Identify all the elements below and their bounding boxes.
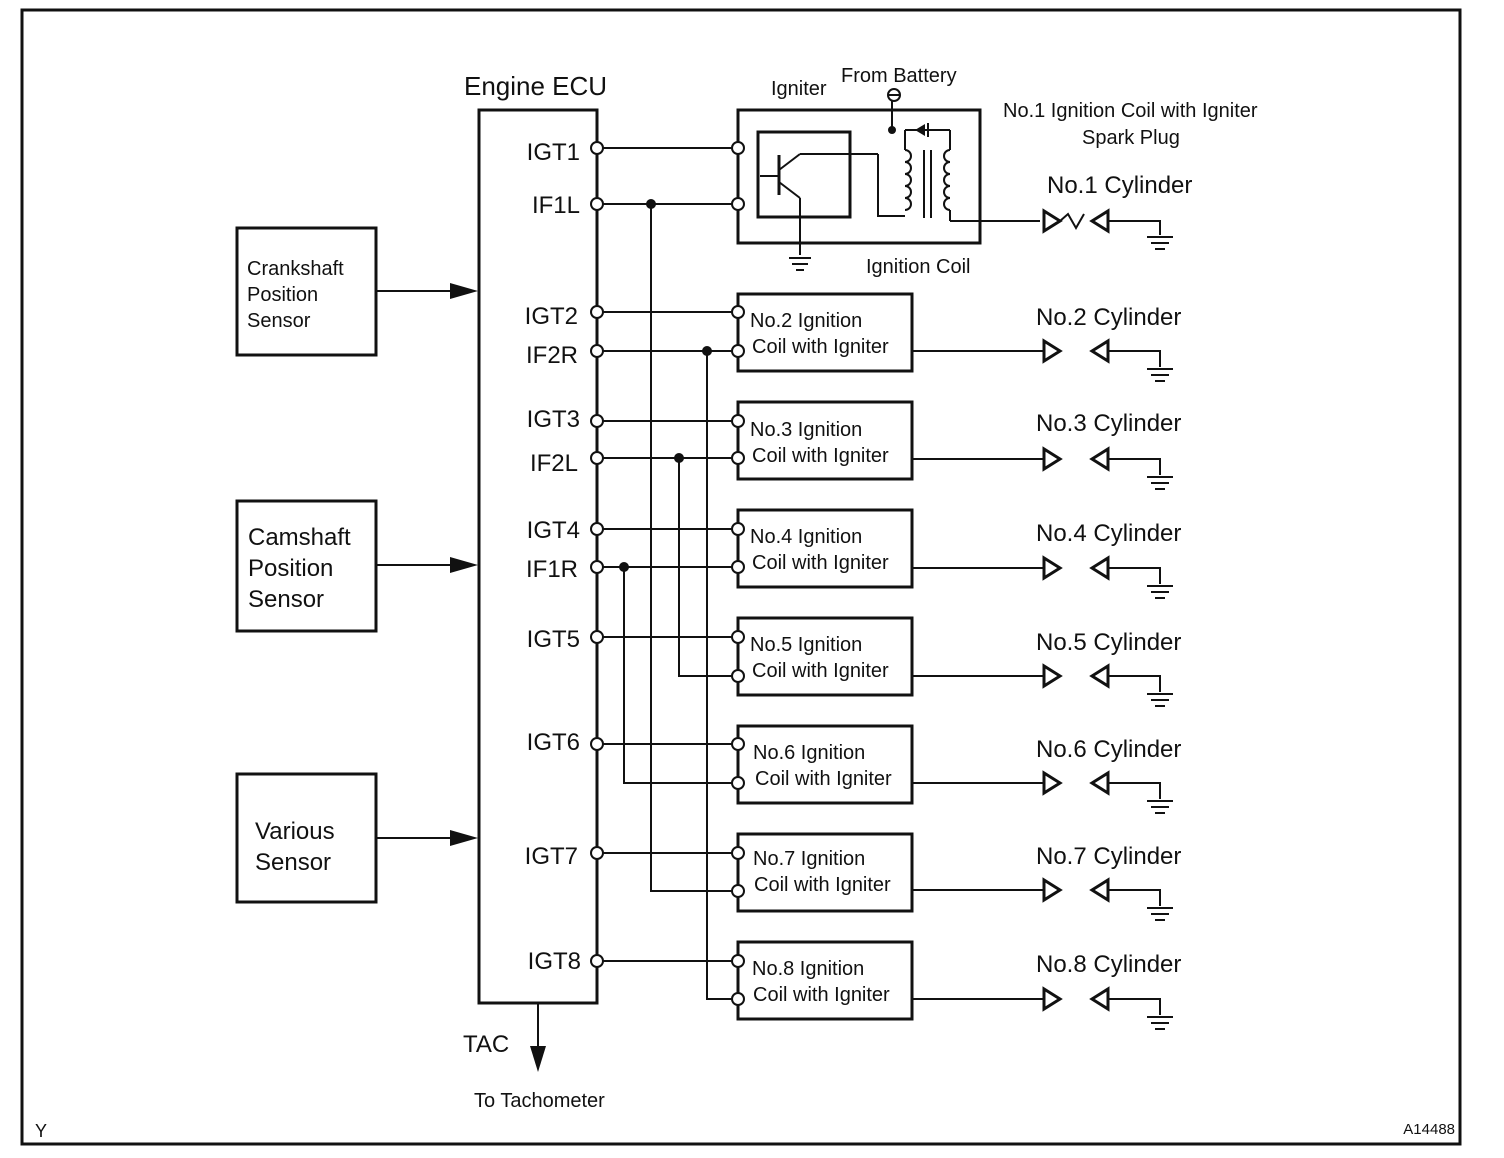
cylinder-1-label: No.1 Cylinder: [1047, 172, 1192, 199]
coil-4: No.4 Ignition Coil with Igniter: [736, 508, 914, 589]
various-label-line1: Various: [255, 818, 335, 845]
pin-label-igt2: IGT2: [525, 303, 578, 330]
no1-cylinder-spark-plug: No.1 Cylinder: [1042, 172, 1192, 250]
crankshaft-label-line3: Sensor: [247, 310, 311, 332]
coil-3: No.3 Ignition Coil with Igniter: [736, 400, 914, 481]
from-battery-label: From Battery: [841, 65, 957, 87]
ecu-title: Engine ECU: [464, 71, 607, 101]
coil-4-label-line1: No.4 Ignition: [750, 526, 862, 548]
crankshaft-label-line1: Crankshaft: [247, 258, 344, 280]
no1-ignition-coil-with-igniter: Igniter From Battery No.1 Ignition Coil …: [731, 65, 1258, 278]
coil-6-label-line1: No.6 Ignition: [753, 742, 865, 764]
pin-label-igt8: IGT8: [528, 948, 581, 975]
various-label-line2: Sensor: [255, 849, 331, 876]
coil-5: No.5 Ignition Coil with Igniter: [736, 616, 914, 697]
pin-label-igt5: IGT5: [527, 626, 580, 653]
camshaft-label-line2: Position: [248, 555, 333, 582]
coil-8-label-line1: No.8 Ignition: [752, 958, 864, 980]
corner-code-right: A14488: [1403, 1121, 1455, 1138]
coil-terminals: [731, 305, 745, 1006]
coil-3-label-line2: Coil with Igniter: [752, 445, 889, 467]
cylinder-5: No.5 Cylinder: [912, 629, 1181, 707]
pin-label-if1l: IF1L: [532, 192, 580, 219]
cylinder-8-label: No.8 Cylinder: [1036, 951, 1181, 978]
crankshaft-position-sensor: Crankshaft Position Sensor: [235, 226, 378, 357]
camshaft-label-line1: Camshaft: [248, 524, 351, 551]
cylinder-8: No.8 Cylinder: [912, 951, 1181, 1030]
pin-label-igt7: IGT7: [525, 843, 578, 870]
assembly-label-line2: Spark Plug: [1082, 127, 1180, 149]
coil-6: No.6 Ignition Coil with Igniter: [736, 724, 914, 805]
tac-label: TAC: [463, 1031, 509, 1058]
tac-output: TAC To Tachometer: [463, 1003, 605, 1112]
coil-3-label-line1: No.3 Ignition: [750, 419, 862, 441]
cylinder-7: No.7 Cylinder: [912, 843, 1181, 921]
coil-8-label-line2: Coil with Igniter: [753, 984, 890, 1006]
coil-8: No.8 Ignition Coil with Igniter: [736, 940, 914, 1021]
diagram-frame: [20, 8, 1462, 1146]
coil-7: No.7 Ignition Coil with Igniter: [736, 832, 914, 913]
pin-label-if2r: IF2R: [526, 342, 578, 369]
camshaft-position-sensor: Camshaft Position Sensor: [235, 499, 378, 633]
cylinder-3: No.3 Cylinder: [912, 410, 1181, 490]
pin-label-igt3: IGT3: [527, 406, 580, 433]
pin-label-if1r: IF1R: [526, 556, 578, 583]
assembly-label-line1: No.1 Ignition Coil with Igniter: [1003, 100, 1258, 122]
pin-label-igt6: IGT6: [527, 729, 580, 756]
cylinder-6-label: No.6 Cylinder: [1036, 736, 1181, 763]
coil-4-label-line2: Coil with Igniter: [752, 552, 889, 574]
coil-7-label-line1: No.7 Ignition: [753, 848, 865, 870]
cylinder-6: No.6 Cylinder: [912, 736, 1181, 814]
cylinder-7-label: No.7 Cylinder: [1036, 843, 1181, 870]
igniter-label: Igniter: [771, 78, 827, 100]
ignition-coil-label: Ignition Coil: [866, 256, 971, 278]
coil-7-label-line2: Coil with Igniter: [754, 874, 891, 896]
sensor-arrows: [376, 283, 478, 846]
coil-6-label-line2: Coil with Igniter: [755, 768, 892, 790]
engine-ecu: Engine ECU IGT1 IF1L IGT2 IF2R IGT3 IF2L…: [464, 71, 607, 1005]
coil-2-label-line1: No.2 Ignition: [750, 310, 862, 332]
pin-label-igt1: IGT1: [527, 139, 580, 166]
cylinder-4-label: No.4 Cylinder: [1036, 520, 1181, 547]
coil-5-label-line2: Coil with Igniter: [752, 660, 889, 682]
pin-label-igt4: IGT4: [527, 517, 580, 544]
ecu-pin-terminals: [590, 141, 604, 968]
corner-code-left: Y: [35, 1121, 47, 1141]
various-sensor: Various Sensor: [235, 772, 378, 904]
cylinder-3-label: No.3 Cylinder: [1036, 410, 1181, 437]
coil-2: No.2 Ignition Coil with Igniter: [736, 292, 914, 373]
tachometer-label: To Tachometer: [474, 1090, 605, 1112]
cylinder-2: No.2 Cylinder: [912, 304, 1181, 382]
coil-5-label-line1: No.5 Ignition: [750, 634, 862, 656]
camshaft-label-line3: Sensor: [248, 586, 324, 613]
crankshaft-label-line2: Position: [247, 284, 318, 306]
cylinder-2-label: No.2 Cylinder: [1036, 304, 1181, 331]
pin-label-if2l: IF2L: [530, 450, 578, 477]
coil-2-label-line2: Coil with Igniter: [752, 336, 889, 358]
wiring: [597, 147, 738, 1000]
cylinder-4: No.4 Cylinder: [912, 520, 1181, 599]
cylinder-5-label: No.5 Cylinder: [1036, 629, 1181, 656]
